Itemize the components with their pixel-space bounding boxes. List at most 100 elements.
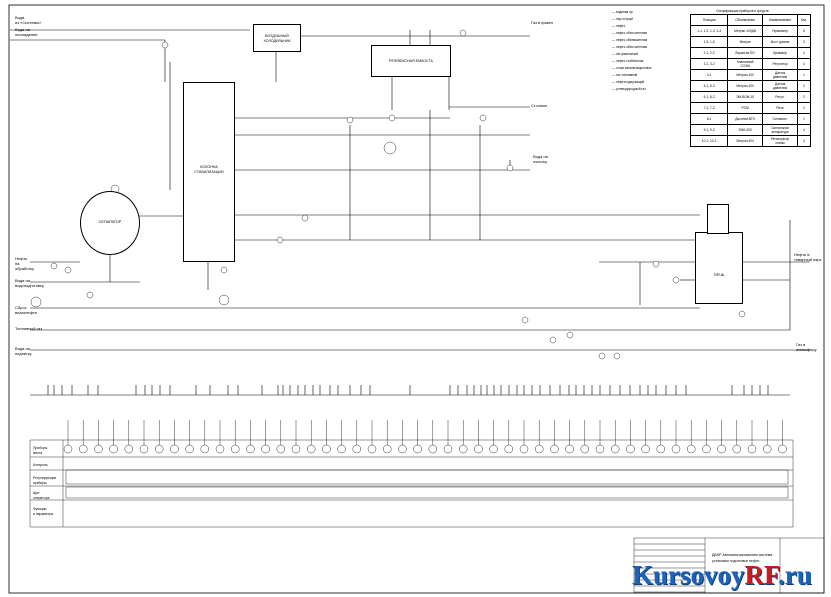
bottom-instrument-4 xyxy=(124,444,134,454)
operator-strip xyxy=(65,486,789,499)
stabilization-column: КОЛОННА СТАБИЛИЗАЦИИ xyxy=(183,82,235,262)
bottom-instrument-8 xyxy=(185,444,194,454)
bottom-instrument-28 xyxy=(489,444,498,454)
watermark-logo: KursovoyRF.ru xyxy=(632,560,812,591)
bottom-instrument-15 xyxy=(291,444,301,454)
spec-cell: Датчик давления xyxy=(762,80,799,92)
bottom-instrument-25 xyxy=(443,444,453,454)
legend-item: — нефть обезвоженная xyxy=(612,38,648,42)
spec-cell: Метран xyxy=(727,36,764,48)
instrument-bubble xyxy=(652,260,660,268)
legend-item: — углеводородный газ xyxy=(612,87,646,91)
spec-cell: Реле xyxy=(762,102,799,114)
instrument-bubble xyxy=(459,29,467,37)
line-legend: — водяная пр.— пар острый— нефть— нефть … xyxy=(612,10,684,100)
drawing-frame xyxy=(8,4,825,594)
instrument-bubble xyxy=(276,236,284,244)
spec-cell: Метран-100 xyxy=(727,69,764,81)
bottom-instrument-11 xyxy=(230,444,240,454)
spec-cell: 2-1, 2-2 xyxy=(689,47,729,59)
spec-cell: 7-1, 7-2 xyxy=(689,102,729,114)
bottom-instrument-41 xyxy=(687,444,696,454)
legend-item: — водяная пр. xyxy=(612,10,634,14)
legend-item: — нефть обессоленная xyxy=(612,31,648,35)
row-label: Приборы места xyxy=(33,446,48,455)
legend-item: — газ топливный xyxy=(612,73,638,77)
spec-cell: 3-1, 3-2 xyxy=(689,58,729,70)
spec-cell: 3 xyxy=(797,135,811,147)
bottom-instrument-18 xyxy=(337,444,346,454)
instrument-bubble xyxy=(738,310,746,318)
output-label: Газ в атмосферу xyxy=(796,342,817,352)
spec-header-cell: Наименование xyxy=(762,14,799,26)
bottom-instrument-29 xyxy=(504,444,513,454)
bottom-instrument-32 xyxy=(550,444,559,454)
spec-cell: 2 xyxy=(797,80,811,92)
row-label: Регулирующие приборы xyxy=(33,476,57,485)
bottom-instrument-43 xyxy=(717,444,726,454)
spec-cell: Датчик давления xyxy=(762,69,799,81)
spec-cell: Метран-100 xyxy=(727,80,764,92)
spec-cell: ЗМИ-200 xyxy=(727,124,764,136)
spec-cell: 1-1, 1-2, 1-3, 1-4 xyxy=(689,25,729,37)
furnace: ПЕЧЬ xyxy=(695,232,743,304)
bottom-instrument-46 xyxy=(763,444,772,454)
instrument-bubble xyxy=(506,164,514,172)
legend-item: — нефть обессоленная xyxy=(612,45,648,49)
watermark-part-a: Kursovoy xyxy=(632,560,745,590)
bottom-instrument-40 xyxy=(671,444,681,454)
bottom-instrument-2 xyxy=(94,444,103,454)
spec-cell: Клапанный СОЭМ xyxy=(727,58,764,70)
spec-cell: Термометр xyxy=(762,25,799,37)
bottom-instrument-0 xyxy=(63,444,73,454)
instrument-bubble xyxy=(220,266,228,274)
bottom-instrument-20 xyxy=(367,444,377,454)
bottom-instrument-45 xyxy=(747,444,757,454)
bottom-instrument-23 xyxy=(413,444,422,454)
instrument-bubble xyxy=(521,316,529,324)
spec-header-cell: Кол. xyxy=(797,14,811,26)
spec-cell: ЭМ-ВОМ-15 xyxy=(727,91,764,103)
legend-item: — стоки канализационные xyxy=(612,66,652,70)
row-label: Функции и параметры xyxy=(33,507,54,516)
instrument-bubble xyxy=(613,352,621,360)
spec-cell: Метран-100ДИ xyxy=(727,25,764,37)
bottom-instrument-1 xyxy=(78,444,88,454)
spec-cell: 4-1 xyxy=(689,69,729,81)
reflux-tank: РЕФЛЮКСНАЯ ЕМКОСТЬ xyxy=(371,45,451,77)
output-label: Газ в факел xyxy=(531,20,554,25)
pump-icon xyxy=(218,294,230,306)
bottom-instrument-5 xyxy=(139,444,149,454)
bottom-instrument-30 xyxy=(519,444,529,454)
spec-table-title: Спецификация приборов и средств xyxy=(716,9,769,13)
input-label: Нефть на обработку xyxy=(15,256,35,271)
bottom-instrument-47 xyxy=(778,444,787,454)
spec-cell: 8-1 xyxy=(689,113,729,125)
bottom-instrument-35 xyxy=(595,444,605,454)
title-line-1: ДВКР Автоматизированная система xyxy=(712,553,773,557)
instrument-bubble xyxy=(479,114,487,122)
instrument-bubble xyxy=(598,352,606,360)
output-label: Нефть в товарный парк xyxy=(794,252,822,262)
bottom-instrument-39 xyxy=(656,444,665,454)
air-cooler: ВОЗДУШНЫЙ ХОЛОДИЛЬНИК xyxy=(253,24,301,52)
bottom-instrument-44 xyxy=(732,444,741,454)
instrument-bubble xyxy=(301,214,309,222)
spec-cell: 4 xyxy=(797,47,811,59)
bottom-instrument-26 xyxy=(459,444,468,454)
spec-cell: 6-1, 6-2 xyxy=(689,91,729,103)
input-label: Вода на подпитку xyxy=(15,346,32,356)
spec-cell: 2 xyxy=(797,91,811,103)
